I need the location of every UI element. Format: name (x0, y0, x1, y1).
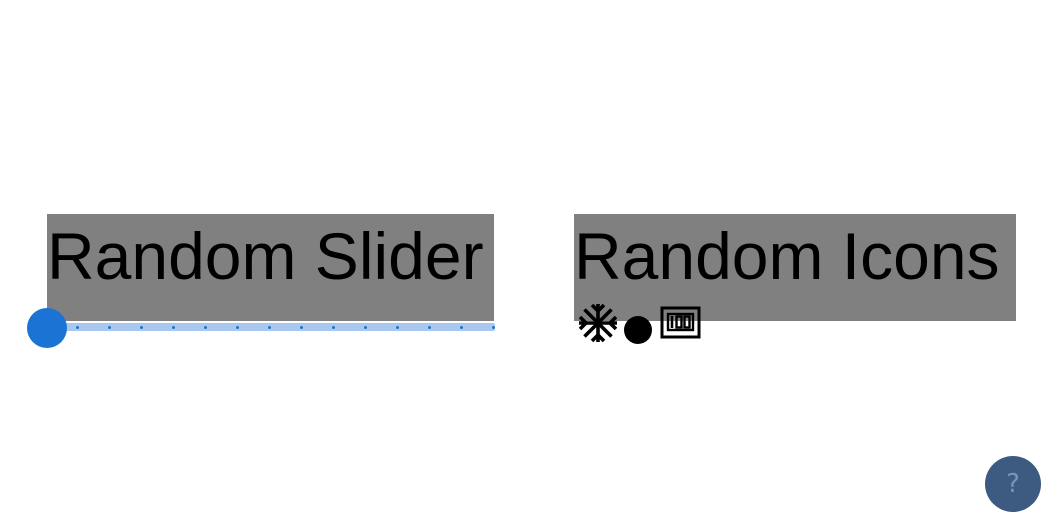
slider-tick (364, 326, 367, 329)
slider-tick (492, 326, 495, 329)
random-icons-row (576, 301, 702, 345)
slider-tick (300, 326, 303, 329)
slider-section-title: Random Slider (47, 214, 494, 321)
slider-tick (108, 326, 111, 329)
random-slider[interactable] (27, 308, 497, 348)
slider-ticks (47, 326, 495, 329)
help-button-label: ? (1006, 469, 1020, 499)
slider-tick (76, 326, 79, 329)
snowflake-icon (576, 301, 620, 345)
slider-thumb[interactable] (27, 308, 67, 348)
slider-tick (204, 326, 207, 329)
hundred-points-icon (660, 301, 702, 345)
slider-title-text: Random Slider (47, 219, 484, 293)
slider-tick (332, 326, 335, 329)
slider-tick (396, 326, 399, 329)
slider-tick (460, 326, 463, 329)
slider-tick (268, 326, 271, 329)
icons-title-text: Random Icons (574, 219, 1000, 293)
slider-tick (236, 326, 239, 329)
help-button[interactable]: ? (985, 456, 1041, 512)
slider-track[interactable] (47, 323, 495, 331)
slider-tick (172, 326, 175, 329)
circle-icon (622, 301, 656, 345)
slider-tick (140, 326, 143, 329)
icons-section-title: Random Icons (574, 214, 1016, 321)
slider-tick (428, 326, 431, 329)
